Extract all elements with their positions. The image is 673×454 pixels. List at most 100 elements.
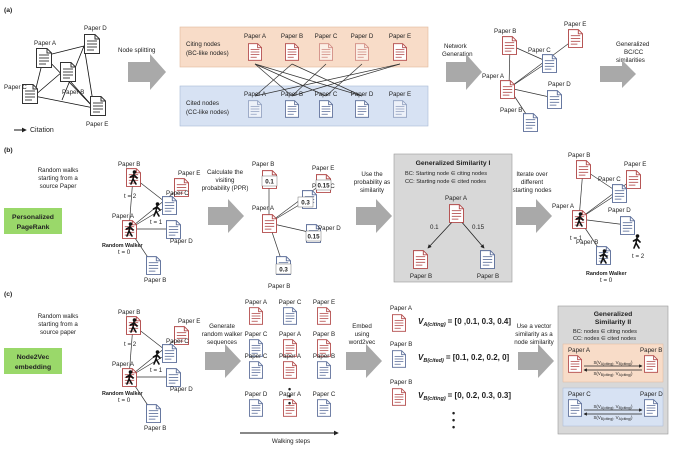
vec-node-label-0: Paper A [390,305,413,312]
walk-label-1: Paper E [178,318,200,325]
net-paper-b2-icon [523,113,538,132]
ppr-value-2: 0.3 [301,200,310,207]
seq-paper-icon-x-1 [283,361,297,379]
arrow-b3 [516,199,552,233]
walk-paper-icon-2 [162,196,177,215]
b-desc2-1: Calculate the [207,169,244,176]
cited-label-2: Paper C [315,91,338,98]
vec-ellipsis-2: • [452,415,455,425]
ppr-value-1: 0.15 [317,183,330,190]
ppr-value-4: 0.3 [279,267,288,274]
node-splitting-label: Node splitting [118,47,156,54]
c-desc2-1: Generate [209,323,235,330]
network-generation-label-1: Network [444,43,468,50]
walker-iter-2-icon [632,234,641,249]
sim1-paper-b-icon [413,250,428,269]
walker-c-2-icon [152,350,161,365]
paper-b-icon [60,62,76,82]
paper-e-icon [90,96,106,116]
b-desc1-3: source Paper [40,183,77,190]
c-walk-time-2: t = 2 [124,341,137,348]
paper-a-icon [36,48,52,68]
sim2-cc: CC: nodes ∈ cited nodes [573,335,636,342]
cited-paper-icon-2 [319,100,333,118]
seq-label-0-0: Paper A [245,299,268,306]
citation-legend-label: Citation [30,127,54,134]
seq-ellipsis-2: • [288,391,291,401]
cited-header-2: (CC-like nodes) [186,109,229,116]
result-label-3: similarities [616,57,645,64]
b-desc1-1: Random walks [38,167,79,174]
iter-label-4: Paper D [608,207,631,214]
walker-b-2-icon [152,202,161,217]
walk-paper-icon-5 [146,256,161,275]
walker-label-b: Random Walker [102,243,143,249]
graph-label-d: Paper D [84,25,107,32]
net-label-e: Paper E [564,21,586,28]
citing-label-3: Paper D [351,33,374,40]
iter-label-3: Paper A [552,203,575,210]
split-edges [254,63,401,97]
c-desc1-1: Random walks [38,313,79,320]
citing-paper-icon-2 [319,43,333,61]
ppr-label-1: Paper E [312,165,334,172]
sim1-cc: CC: Starting node ∈ cited nodes [405,178,486,185]
c-desc2-2: random walker [202,331,243,338]
pair1-right-icon [644,355,658,373]
vec-paper-icon-1 [392,350,406,368]
pair1-right: Paper B [640,347,662,354]
pair1-fn-rev: S(VB(citing), VA(citing)) [593,371,633,377]
iter-label-5: Paper B [576,239,598,246]
cited-label-0: Paper A [244,91,267,98]
citing-paper-icon-1 [285,43,299,61]
cited-paper-icon-3 [355,100,369,118]
pair2-right: Paper D [640,391,663,398]
b-desc2-3: probability (PPR) [202,185,249,192]
ppr-label-3: Paper A [252,205,275,212]
b-desc4-3: starting nodes [513,187,552,194]
walking-steps-label: Walking steps [272,438,310,445]
walk-paper-icon-4 [166,368,181,387]
ppr-paper-icon-3 [262,214,277,233]
panel-c-tag: (c) [4,291,12,298]
seq-paper-icon-2-2 [317,399,331,417]
seq-paper-icon-x-0 [249,361,263,379]
walk-paper-icon-5 [146,404,161,423]
pair2-left: Paper C [568,391,591,398]
sim1-paper-a-icon [449,204,464,223]
ppr-method-1: Personalized [12,214,54,221]
n2v-method-2: embedding [15,364,51,371]
arrow-b2 [356,199,392,233]
walk-label-4: Paper D [170,386,193,393]
walk-label-3: Paper A [112,213,135,220]
seq-label-x-2: Paper B [313,353,335,360]
seq-ellipsis-3: • [288,398,291,408]
b-desc4-1: Iterate over [516,171,547,178]
c-desc3-2: using [355,331,370,338]
ppr-label-5: Paper B [268,283,290,290]
cited-label-3: Paper D [351,91,374,98]
seq-paper-icon-0-2 [317,307,331,325]
citing-nodes-band [179,26,429,68]
pair2-right-icon [644,399,658,417]
cited-label-1: Paper B [281,91,303,98]
vec-2: VB(citing)= [0, 0.2, 0.3, 0.3] [418,391,511,402]
walk-label-2: Paper C [166,190,189,197]
ppr-value-0: 0.1 [265,179,274,186]
net-label-b: Paper B [494,28,516,35]
walk-paper-icon-4 [166,220,181,239]
iter-time-2: t = 2 [632,253,645,260]
sim1-value-2: 0.15 [472,224,485,231]
ppr-method-2: PageRank [17,224,50,231]
seq-label-1-2: Paper B [313,331,335,338]
arrow-c3 [518,344,554,378]
sim2-title-2: Similarity II [595,319,631,326]
generalized-similarity-1-box: Generalized Similarity I BC: Starting no… [393,153,513,283]
result-label-2: BC/CC [624,49,644,56]
c-walk-time-0: t = 0 [118,397,131,404]
